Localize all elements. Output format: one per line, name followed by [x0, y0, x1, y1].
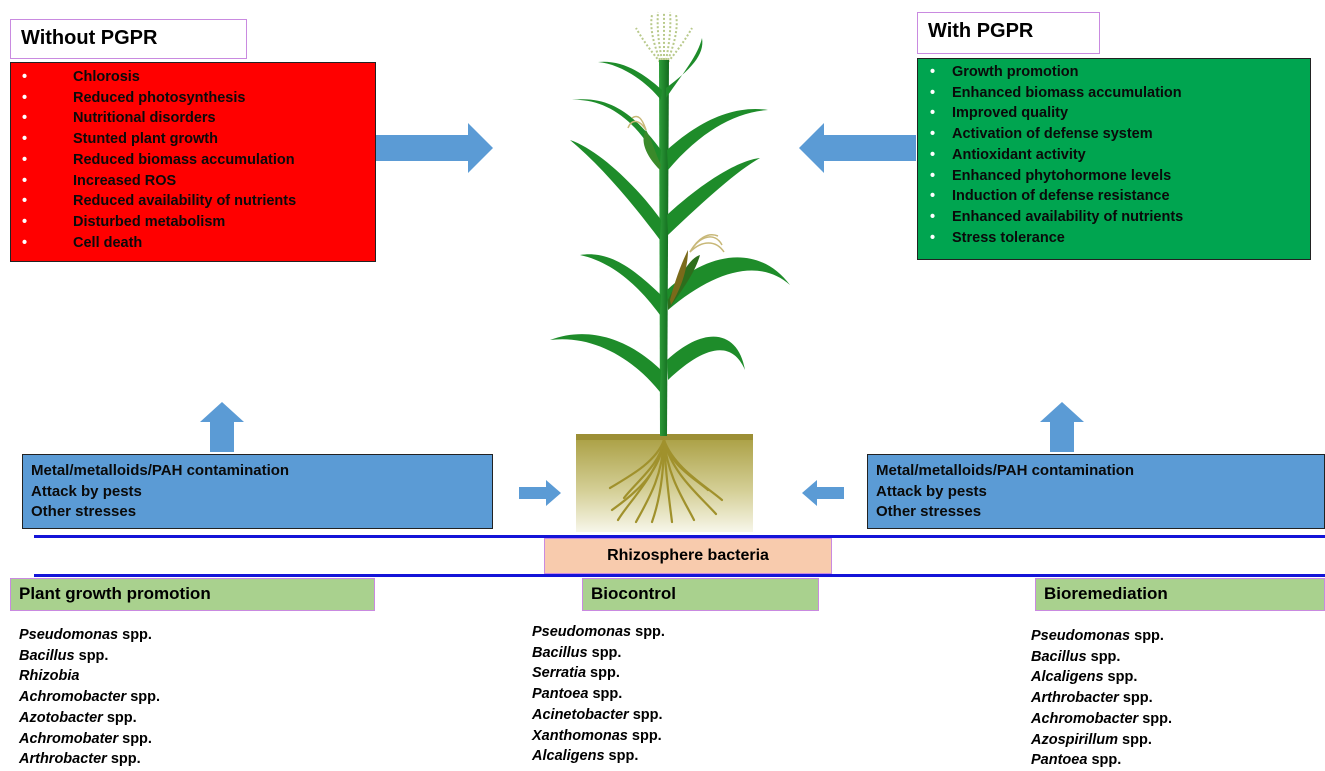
species-item: Azotobacter spp.: [19, 709, 137, 726]
rhizosphere-label-box: Rhizosphere bacteria: [544, 538, 832, 574]
effect-item: Antioxidant activity: [918, 145, 1310, 166]
arrow-left-to-plant: [799, 123, 916, 173]
effect-item: Cell death: [11, 233, 375, 254]
without-pgpr-title: Without PGPR: [21, 27, 158, 49]
effect-item: Induction of defense resistance: [918, 186, 1310, 207]
effect-item: Stress tolerance: [918, 228, 1310, 249]
species-item: Pantoea spp.: [532, 686, 623, 703]
species-item: Acinetobacter spp.: [532, 706, 663, 723]
species-item: Bacillus spp.: [1031, 648, 1121, 665]
category-bioremediation: Bioremediation: [1035, 578, 1325, 611]
plant-roots: [608, 438, 724, 524]
species-item: Pantoea spp.: [1031, 752, 1122, 769]
species-list-bioremediation: Pseudomonas spp. Bacillus spp. Alcaligen…: [1031, 626, 1172, 771]
with-pgpr-effects-panel: Growth promotion Enhanced biomass accumu…: [917, 58, 1311, 260]
arrow-up-right: [1040, 402, 1084, 452]
arrow-up-left: [200, 402, 244, 452]
without-pgpr-effects-list: Chlorosis Reduced photosynthesis Nutriti…: [11, 63, 375, 253]
effect-item: Increased ROS: [11, 171, 375, 192]
category-title: Plant growth promotion: [19, 584, 211, 603]
effect-item: Enhanced biomass accumulation: [918, 83, 1310, 104]
effect-item: Reduced biomass accumulation: [11, 150, 375, 171]
species-item: Alcaligens spp.: [532, 748, 639, 765]
divider-top: [34, 535, 1325, 538]
effect-item: Activation of defense system: [918, 124, 1310, 145]
stress-item: Attack by pests: [876, 482, 987, 500]
effect-item: Reduced photosynthesis: [11, 88, 375, 109]
category-title: Bioremediation: [1044, 584, 1168, 603]
species-item: Arthrobacter spp.: [1031, 690, 1153, 707]
stress-box-left: Metal/metalloids/PAH contamination Attac…: [22, 454, 493, 529]
species-item: Pseudomonas spp.: [1031, 628, 1164, 644]
category-biocontrol: Biocontrol: [582, 578, 819, 611]
species-item: Pseudomonas spp.: [532, 624, 665, 640]
species-item: Achromobacter spp.: [1031, 710, 1173, 727]
arrow-small-left: [802, 480, 844, 506]
species-item: Serratia spp.: [532, 665, 620, 682]
species-item: Bacillus spp.: [19, 647, 109, 664]
corn-plant: [550, 11, 790, 436]
species-item: Rhizobia: [19, 668, 80, 685]
species-item: Xanthomonas spp.: [532, 727, 662, 744]
without-pgpr-effects-panel: Chlorosis Reduced photosynthesis Nutriti…: [10, 62, 376, 262]
effect-item: Growth promotion: [918, 62, 1310, 83]
species-item: Arthrobacter spp.: [19, 751, 141, 768]
species-item: Alcaligens spp.: [1031, 669, 1138, 686]
category-title: Biocontrol: [591, 584, 676, 603]
species-list-biocontrol: Pseudomonas spp. Bacillus spp. Serratia …: [532, 622, 665, 767]
effect-item: Nutritional disorders: [11, 108, 375, 129]
with-pgpr-title-box: With PGPR: [917, 12, 1100, 54]
stress-item: Other stresses: [876, 503, 982, 520]
effect-item: Reduced availability of nutrients: [11, 191, 375, 212]
effect-item: Improved quality: [918, 103, 1310, 124]
species-list-growth: Pseudomonas spp. Bacillus spp. Rhizobia …: [19, 625, 160, 770]
effect-item: Disturbed metabolism: [11, 212, 375, 233]
arrow-right-to-plant: [376, 123, 493, 173]
effect-item: Enhanced phytohormone levels: [918, 166, 1310, 187]
divider-bottom: [34, 574, 1325, 577]
stress-item: Metal/metalloids/PAH contamination: [876, 462, 1135, 479]
stress-box-right: Metal/metalloids/PAH contamination Attac…: [867, 454, 1325, 529]
effect-item: Chlorosis: [11, 67, 375, 88]
category-growth-promotion: Plant growth promotion: [10, 578, 375, 611]
effect-item: Enhanced availability of nutrients: [918, 207, 1310, 228]
species-item: Pseudomonas spp.: [19, 627, 152, 643]
stress-item: Metal/metalloids/PAH contamination: [31, 462, 290, 479]
without-pgpr-title-box: Without PGPR: [10, 19, 247, 59]
species-item: Azospirillum spp.: [1031, 731, 1152, 748]
species-item: Bacillus spp.: [532, 644, 622, 661]
with-pgpr-title: With PGPR: [928, 20, 1034, 42]
effect-item: Stunted plant growth: [11, 129, 375, 150]
arrow-small-right: [519, 480, 561, 506]
stress-item: Attack by pests: [31, 482, 142, 500]
species-item: Achromobacter spp.: [19, 689, 161, 706]
species-item: Achromobater spp.: [19, 730, 152, 747]
stress-item: Other stresses: [31, 503, 137, 520]
rhizosphere-label: Rhizosphere bacteria: [607, 547, 769, 564]
with-pgpr-effects-list: Growth promotion Enhanced biomass accumu…: [918, 59, 1310, 248]
